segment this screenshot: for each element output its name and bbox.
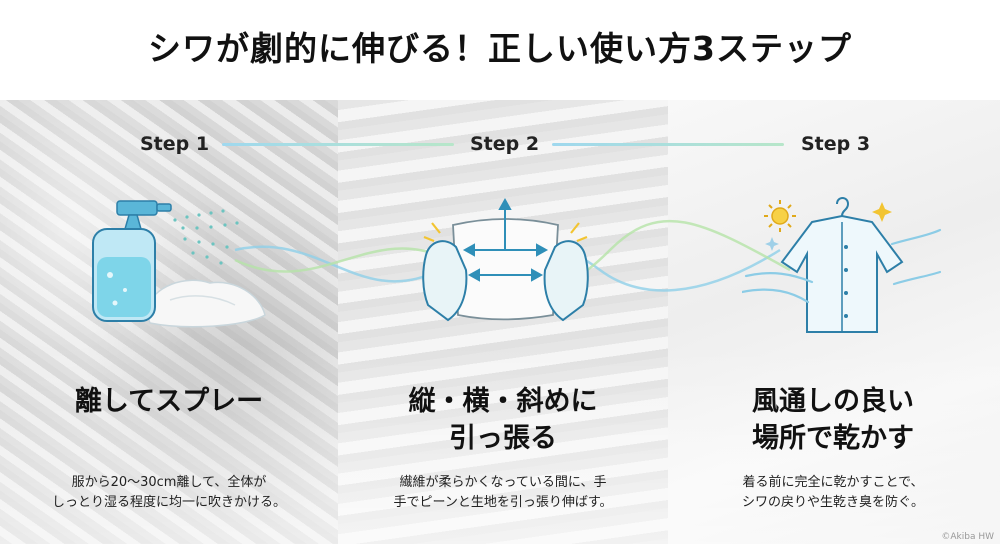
step1-heading: 離してスプレー	[4, 383, 334, 420]
step3-heading: 風通しの良い 場所で乾かす	[668, 383, 998, 457]
step1-description: 服から20〜30cm離して、全体が しっとり湿る程度に均一に吹きかける。	[4, 473, 334, 513]
step2-heading-line2: 引っ張る	[449, 423, 557, 454]
page-title: シワが劇的に伸びる！正しい使い方3ステップ	[148, 29, 852, 68]
step2-desc-line2: 手でピーンと生地を引っ張り伸ばす。	[393, 495, 613, 510]
step3-heading-line1: 風通しの良い	[752, 386, 914, 417]
step1-label: Step 1	[140, 133, 210, 155]
step2-panel	[338, 100, 668, 544]
step1-desc-line2: しっとり湿る程度に均一に吹きかける。	[51, 495, 286, 510]
credit-text: ©Akiba HW	[941, 532, 994, 542]
hanging-shirt-icon	[742, 197, 942, 333]
step3-desc-line1: 着る前に完全に乾かすことで、	[742, 475, 924, 490]
spray-bottle-icon	[92, 200, 266, 328]
step3-panel	[668, 100, 1000, 544]
steps-panels	[0, 100, 1000, 544]
connector-line-2-3	[552, 143, 784, 146]
step2-description: 繊維が柔らかくなっている間に、手 手でピーンと生地を引っ張り伸ばす。	[338, 473, 668, 513]
step2-desc-line1: 繊維が柔らかくなっている間に、手	[399, 475, 607, 490]
stretching-hands-icon	[422, 197, 589, 322]
step2-heading: 縦・横・斜めに 引っ張る	[338, 383, 668, 457]
step3-label: Step 3	[801, 133, 871, 155]
connector-line-1-2	[222, 143, 454, 146]
step2-heading-line1: 縦・横・斜めに	[408, 386, 598, 417]
step3-heading-line2: 場所で乾かす	[752, 423, 914, 454]
step1-desc-line1: 服から20〜30cm離して、全体が	[71, 475, 267, 490]
step3-desc-line2: シワの戻りや生乾き臭を防ぐ。	[741, 495, 924, 510]
step2-label: Step 2	[470, 133, 540, 155]
step3-description: 着る前に完全に乾かすことで、 シワの戻りや生乾き臭を防ぐ。	[668, 473, 998, 513]
step1-heading-line1: 離してスプレー	[74, 386, 264, 417]
